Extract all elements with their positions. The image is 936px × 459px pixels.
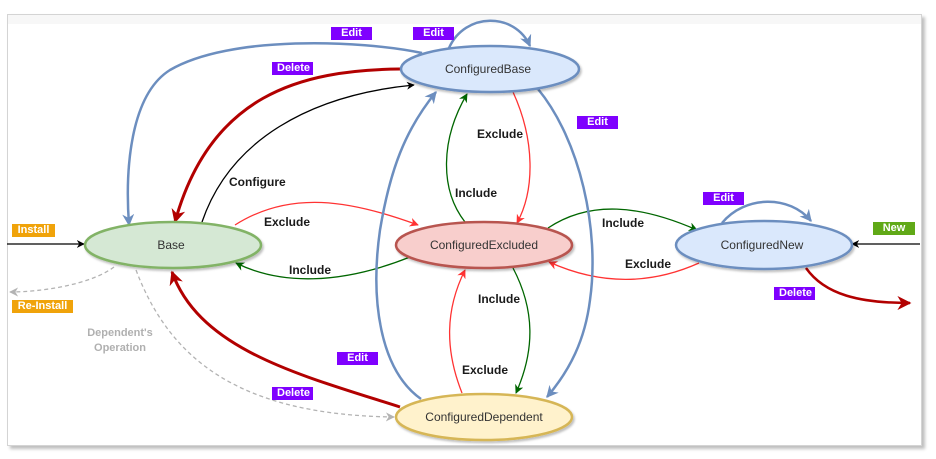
- edge-delete-dependent-to-base: [169, 270, 401, 409]
- label-include-dependent: Include: [478, 292, 520, 306]
- node-configured-new[interactable]: ConfiguredNew: [674, 219, 854, 271]
- edge-include-excluded-to-new: [547, 208, 698, 231]
- tag-reinstall: Re-Install: [12, 300, 73, 313]
- edge-delete-new: [804, 267, 912, 310]
- label-include-base: Include: [289, 263, 331, 277]
- edge-exclude-dependent-to-excluded: [448, 269, 466, 394]
- tag-delete-dependent: Delete: [272, 387, 313, 400]
- edge-dependents-operation: [135, 269, 395, 422]
- edge-edit-cbase-self: [447, 19, 532, 49]
- node-base[interactable]: Base: [83, 220, 263, 270]
- tag-new: New: [873, 222, 915, 235]
- node-configured-dependent[interactable]: ConfiguredDependent: [394, 392, 574, 442]
- label-exclude-base: Exclude: [264, 215, 310, 229]
- tag-edit-cbase-self: Edit: [413, 27, 454, 40]
- edge-edit-new-self: [721, 200, 812, 224]
- tag-delete-new: Delete: [774, 287, 815, 300]
- tag-delete-cbase: Delete: [272, 62, 313, 75]
- edge-reinstall: [9, 266, 115, 297]
- edge-configure: [201, 81, 415, 223]
- node-configured-base[interactable]: ConfiguredBase: [399, 44, 581, 94]
- node-configured-base-label: ConfiguredBase: [445, 62, 531, 76]
- node-configured-excluded-label: ConfiguredExcluded: [430, 238, 538, 252]
- edge-include-excluded-to-cbase: [445, 93, 468, 223]
- tag-edit-dependent-to-cbase: Edit: [337, 352, 378, 365]
- edge-exclude-cbase-to-excluded: [512, 91, 531, 224]
- node-configured-new-label: ConfiguredNew: [721, 238, 804, 252]
- edge-edit-cbase-to-base: [122, 41, 423, 227]
- label-exclude-new: Exclude: [625, 257, 671, 271]
- tag-install: Install: [12, 224, 55, 237]
- tag-edit-new-self: Edit: [703, 192, 744, 205]
- tag-edit-cbase-to-dependent: Edit: [577, 116, 618, 129]
- node-base-label: Base: [157, 238, 185, 252]
- node-configured-dependent-label: ConfiguredDependent: [425, 410, 543, 424]
- label-dependents-operation-1: Dependent's: [87, 327, 153, 339]
- label-exclude-cbase: Exclude: [477, 127, 523, 141]
- frame-header-strip: [8, 15, 921, 24]
- label-configure: Configure: [229, 175, 286, 189]
- label-include-new: Include: [602, 216, 644, 230]
- edge-exclude-new-to-excluded: [548, 261, 700, 280]
- edge-exclude-base-to-excluded: [234, 201, 419, 227]
- edge-include-excluded-to-dependent: [512, 267, 531, 394]
- node-configured-excluded[interactable]: ConfiguredExcluded: [394, 220, 574, 270]
- edge-delete-cbase-to-base: [171, 67, 401, 224]
- edge-edit-dependent-to-cbase: [375, 91, 437, 401]
- tag-edit-cbase-to-base: Edit: [331, 27, 372, 40]
- label-dependents-operation-2: Operation: [94, 342, 146, 354]
- edge-edit-cbase-to-dependent: [537, 88, 594, 398]
- label-exclude-dependent: Exclude: [462, 363, 508, 377]
- label-include-cbase: Include: [455, 186, 497, 200]
- edge-include-excluded-to-base: [235, 256, 411, 280]
